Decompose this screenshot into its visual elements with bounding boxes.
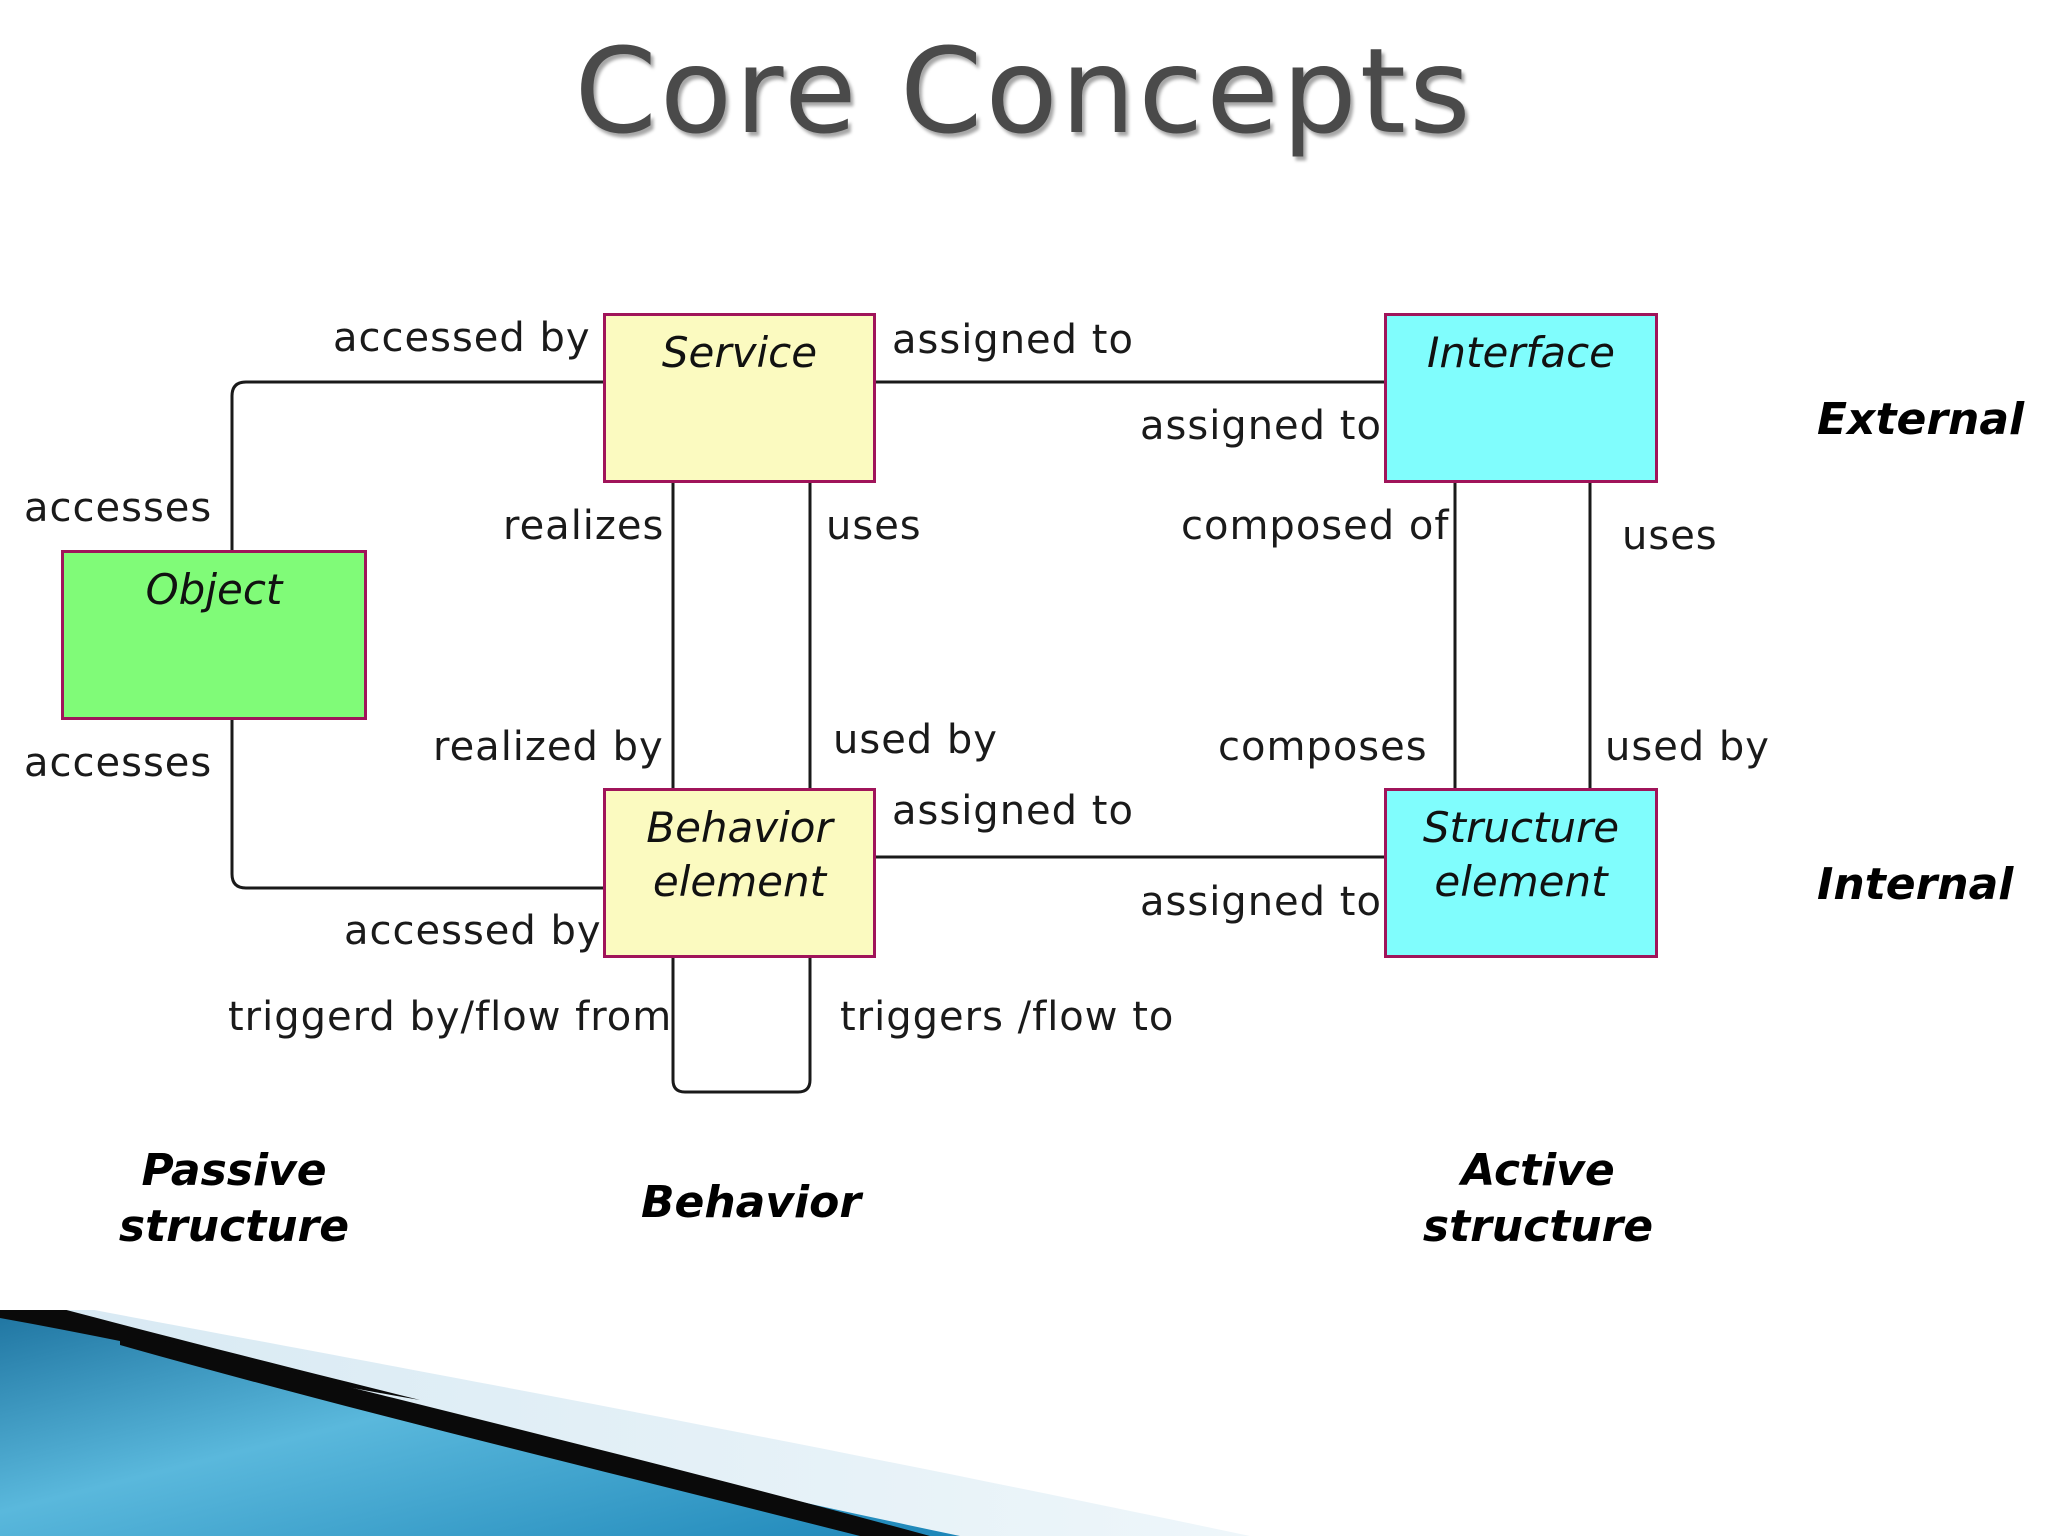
label-uses-interface: uses — [1622, 513, 1718, 559]
label-composes: composes — [1218, 724, 1428, 770]
node-object: Object — [61, 550, 367, 720]
category-active-line2: structure — [1422, 1201, 1654, 1252]
edge-behavior-self-loop — [671, 958, 812, 1094]
label-realizes: realizes — [503, 503, 665, 549]
node-behavior-label-line1: Behavior — [646, 803, 833, 852]
label-uses-service: uses — [826, 503, 922, 549]
node-service: Service — [603, 313, 876, 483]
node-object-label: Object — [145, 565, 283, 614]
label-triggered-by: triggerd by/flow from — [228, 994, 673, 1040]
label-assigned-to-interface: assigned to — [1140, 403, 1382, 449]
node-service-label: Service — [661, 328, 818, 377]
label-composed-of: composed of — [1181, 503, 1450, 549]
category-passive-line2: structure — [118, 1201, 350, 1252]
label-realized-by: realized by — [433, 724, 664, 770]
category-active-line1: Active — [1461, 1145, 1615, 1196]
label-accesses-bottom: accesses — [24, 740, 213, 786]
label-assigned-to-service: assigned to — [892, 317, 1134, 363]
label-triggers: triggers /flow to — [840, 994, 1175, 1040]
slide-title: Core Concepts — [574, 22, 1474, 160]
label-used-by-behavior: used by — [833, 717, 998, 763]
category-behavior: Behavior — [640, 1177, 862, 1228]
node-structure-element: Structure element — [1384, 788, 1658, 958]
node-structure-label-line2: element — [1434, 857, 1608, 906]
node-behavior-element: Behavior element — [603, 788, 876, 958]
category-internal: Internal — [1817, 859, 2014, 910]
edge-object-behavior — [230, 720, 603, 890]
edge-service-object — [230, 380, 603, 550]
label-used-by-structure: used by — [1605, 724, 1770, 770]
label-assigned-to-behavior: assigned to — [892, 788, 1134, 834]
label-accessed-by-bottom: accessed by — [344, 908, 602, 954]
node-structure-label-line1: Structure — [1422, 803, 1620, 852]
category-active-structure: Active structure — [1418, 1143, 1658, 1255]
label-accessed-by-top: accessed by — [333, 315, 591, 361]
node-interface: Interface — [1384, 313, 1658, 483]
node-interface-label: Interface — [1426, 328, 1616, 377]
category-external: External — [1817, 394, 2025, 445]
category-passive-line1: Passive — [141, 1145, 327, 1196]
category-passive-structure: Passive structure — [114, 1143, 354, 1255]
node-behavior-label-line2: element — [652, 857, 827, 906]
diagram-area — [0, 300, 2048, 1310]
label-accesses-top: accesses — [24, 485, 213, 531]
label-assigned-to-structure: assigned to — [1140, 879, 1382, 925]
